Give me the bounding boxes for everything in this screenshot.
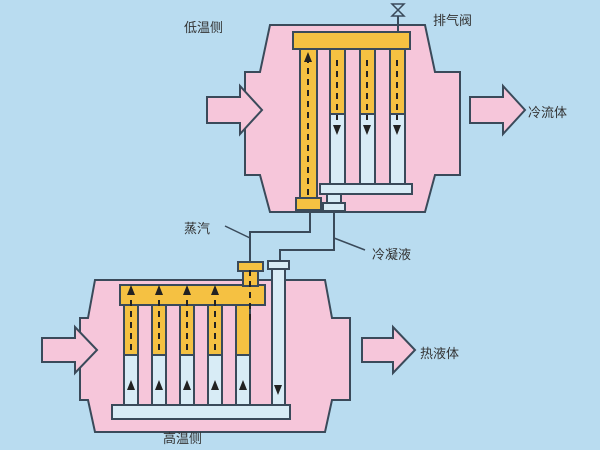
label-cold-fluid: 冷流体 bbox=[528, 106, 568, 121]
label-vent-valve: 排气阀 bbox=[433, 14, 473, 29]
label-condensate: 冷凝液 bbox=[372, 248, 412, 263]
label-low-temp-side: 低温侧 bbox=[184, 21, 224, 36]
bottom-return-pipe bbox=[111, 404, 291, 420]
top-return-pipe bbox=[319, 183, 413, 195]
bottom-header bbox=[119, 284, 266, 306]
inflow-arrow-top bbox=[206, 83, 264, 137]
top-header bbox=[292, 31, 411, 50]
low-temp-housing bbox=[244, 24, 461, 213]
label-hot-fluid: 热液体 bbox=[420, 347, 460, 362]
condensate-line bbox=[279, 211, 335, 261]
vapor-line bbox=[249, 211, 311, 262]
vent-valve-icon bbox=[390, 3, 406, 17]
outflow-arrow-bottom bbox=[361, 324, 417, 376]
label-high-temp-side: 高温侧 bbox=[163, 432, 203, 447]
outflow-arrow-top bbox=[469, 83, 527, 137]
inflow-arrow-bottom bbox=[41, 324, 99, 376]
label-vapor: 蒸汽 bbox=[184, 222, 211, 237]
